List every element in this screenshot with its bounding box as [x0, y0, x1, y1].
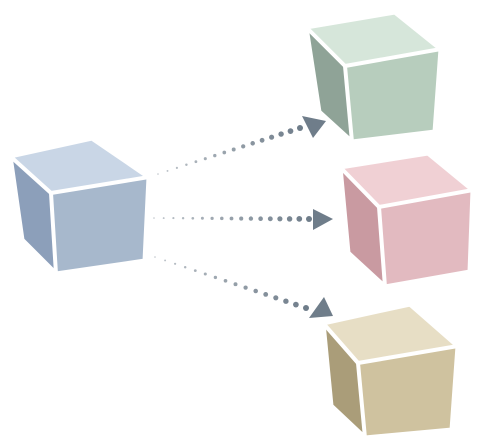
arrow-dot [164, 259, 167, 262]
target-cube-green-front-edge [343, 64, 354, 144]
arrow-dot [175, 166, 178, 169]
arrow-dot [229, 216, 234, 221]
arrow-dot [213, 275, 218, 280]
target-cube-green-left-face [306, 27, 352, 142]
arrow-dot [303, 305, 309, 311]
target-cube-pink-edge [337, 150, 476, 290]
target-cube-green-edge [303, 9, 444, 145]
arrow-dot [185, 163, 188, 167]
arrow-dot [183, 265, 187, 269]
arrow-dot [306, 216, 312, 222]
arrow-dot [297, 125, 303, 131]
arrow-dot [200, 216, 204, 220]
arrow-dot [231, 147, 236, 152]
arrow-dot [243, 285, 248, 290]
arrow-dot [213, 153, 217, 158]
target-cube-tan-left-face [323, 323, 365, 438]
target-cube-pink-front-edge [377, 205, 387, 289]
dotted-arrow-top-arrowhead [302, 116, 326, 138]
dotted-arrow-bottom [154, 256, 333, 318]
arrow-dot [194, 160, 198, 164]
arrow-dot [157, 173, 159, 175]
source-cube-front-edge [49, 191, 58, 276]
arrow-dot [253, 288, 258, 294]
arrow-dot [258, 216, 263, 222]
target-cube-tan [320, 301, 461, 440]
target-cube-tan-edge [320, 301, 461, 440]
arrow-dot [166, 169, 169, 172]
arrow-dot [263, 291, 269, 297]
arrow-dot [248, 216, 254, 221]
arrow-dot [154, 256, 156, 258]
dotted-arrow-middle-dots [153, 216, 312, 222]
dotted-arrow-top-dots [157, 125, 303, 175]
target-cube-pink-top-face [340, 153, 473, 207]
target-cube-tan-front-face [358, 346, 458, 438]
arrow-dot [293, 301, 299, 308]
dotted-arrow-middle-arrowhead [313, 209, 333, 230]
arrow-dot [278, 131, 284, 137]
arrow-dot [233, 282, 238, 287]
arrow-dot [286, 216, 293, 222]
target-cube-pink-front-face [379, 190, 473, 287]
target-cube-pink-left-face [340, 167, 385, 287]
arrow-dot [210, 216, 214, 221]
source-cube-edge [7, 135, 152, 277]
arrow-dot [193, 269, 197, 272]
arrow-dot [203, 272, 207, 276]
dotted-arrow-top [157, 116, 326, 175]
target-cube-green [303, 9, 444, 145]
arrow-dot [273, 295, 279, 301]
arrow-dot [191, 216, 195, 220]
arrow-dot [172, 217, 175, 220]
dotted-arrow-middle [153, 209, 333, 230]
arrow-dot [153, 217, 155, 219]
target-cube-green-front-face [345, 49, 441, 142]
arrow-dot [269, 134, 275, 140]
arrow-dot [239, 216, 244, 221]
arrow-dot [162, 217, 165, 220]
arrow-dot [287, 128, 294, 134]
target-cube-green-top-face [306, 12, 441, 66]
arrow-dot [259, 137, 265, 143]
arrow-dot [277, 216, 283, 222]
dotted-arrow-bottom-dots [154, 256, 309, 311]
arrow-dot [283, 298, 289, 304]
arrow-dot [267, 216, 273, 222]
arrow-dot [241, 144, 246, 149]
arrow-dot [296, 216, 303, 222]
source-cube-left-face [10, 156, 56, 274]
arrow-dot [181, 216, 185, 220]
dotted-arrow-bottom-arrowhead [309, 297, 333, 318]
arrow-dot [223, 278, 228, 283]
source-cube-top-face [10, 138, 149, 193]
arrow-dot [222, 150, 227, 155]
target-cube-pink [337, 150, 476, 290]
arrow-dot [174, 262, 177, 265]
arrow-dot [203, 157, 207, 161]
source-cube-front-face [51, 177, 149, 274]
arrow-dot [250, 141, 255, 146]
target-cube-tan-front-edge [356, 361, 367, 440]
arrow-dot [220, 216, 224, 221]
source-cube [7, 135, 152, 277]
